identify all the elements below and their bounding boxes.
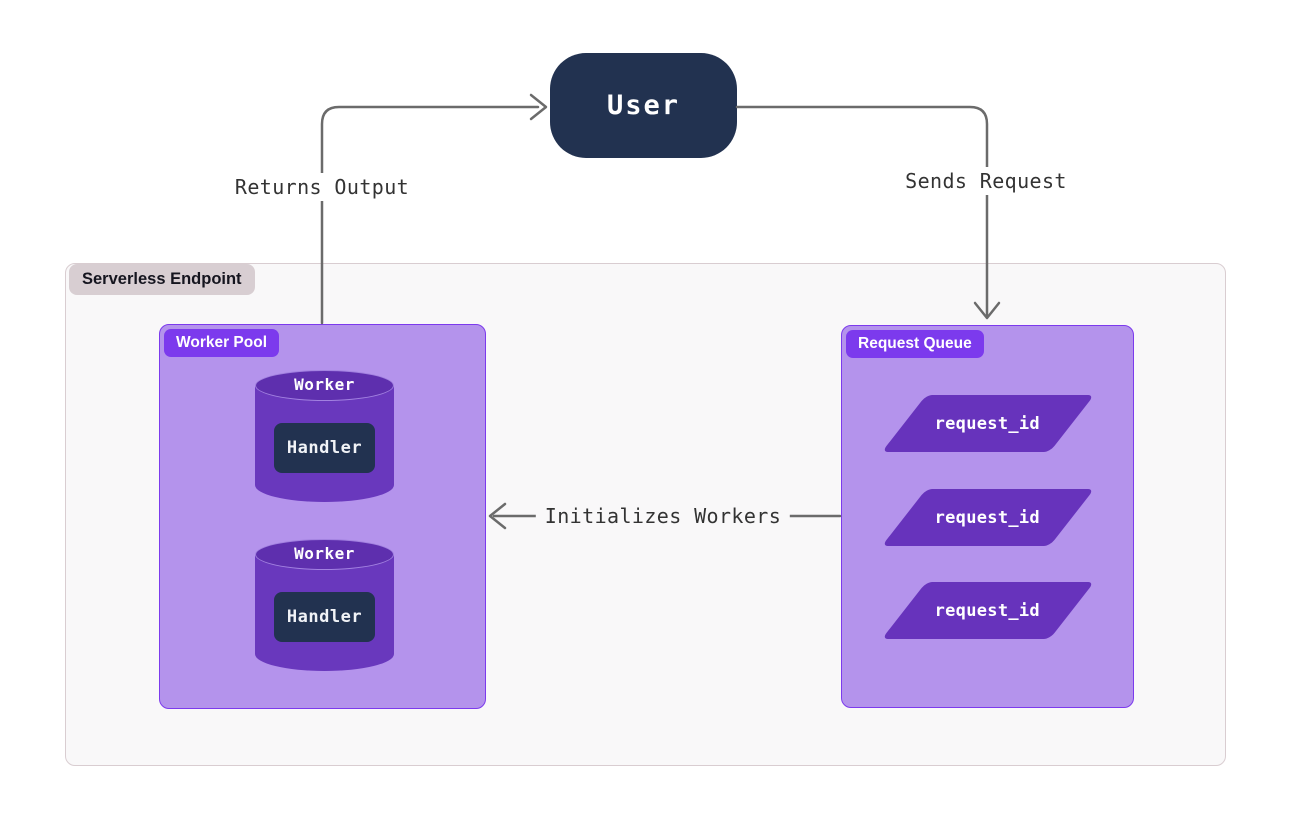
worker-cylinder: Worker Handler (255, 539, 394, 671)
cylinder-top-ellipse (255, 539, 394, 570)
worker-label: Worker (294, 375, 355, 394)
cylinder-top-ellipse (255, 370, 394, 401)
sends-request-edge-label: Sends Request (896, 167, 1076, 195)
worker-cylinder: Worker Handler (255, 370, 394, 502)
returns-output-edge-label: Returns Output (225, 173, 419, 201)
handler-node: Handler (274, 423, 375, 473)
user-node: User (550, 53, 737, 158)
request-item: request_id (881, 395, 1095, 452)
worker-pool-label: Worker Pool (164, 329, 280, 357)
arrowhead-right-icon (529, 93, 548, 121)
handler-label: Handler (286, 607, 363, 627)
serverless-endpoint-label: Serverless Endpoint (69, 264, 255, 295)
request-id-label: request_id (935, 507, 1041, 528)
request-id-label: request_id (935, 600, 1041, 621)
handler-label: Handler (286, 438, 363, 458)
request-id-label: request_id (935, 413, 1041, 434)
handler-node: Handler (274, 592, 375, 642)
worker-pool-box: Worker Pool Worker Handler Worker Handle… (159, 324, 486, 709)
request-queue-label: Request Queue (846, 330, 984, 358)
request-item: request_id (881, 489, 1095, 546)
initializes-workers-edge-label: Initializes Workers (535, 502, 791, 530)
request-item: request_id (881, 582, 1095, 639)
user-node-label: User (606, 90, 681, 121)
request-queue-box: Request Queue request_id request_id requ… (841, 325, 1134, 708)
serverless-endpoint-container: Serverless Endpoint Worker Pool Worker H… (65, 263, 1226, 766)
worker-label: Worker (294, 544, 355, 563)
